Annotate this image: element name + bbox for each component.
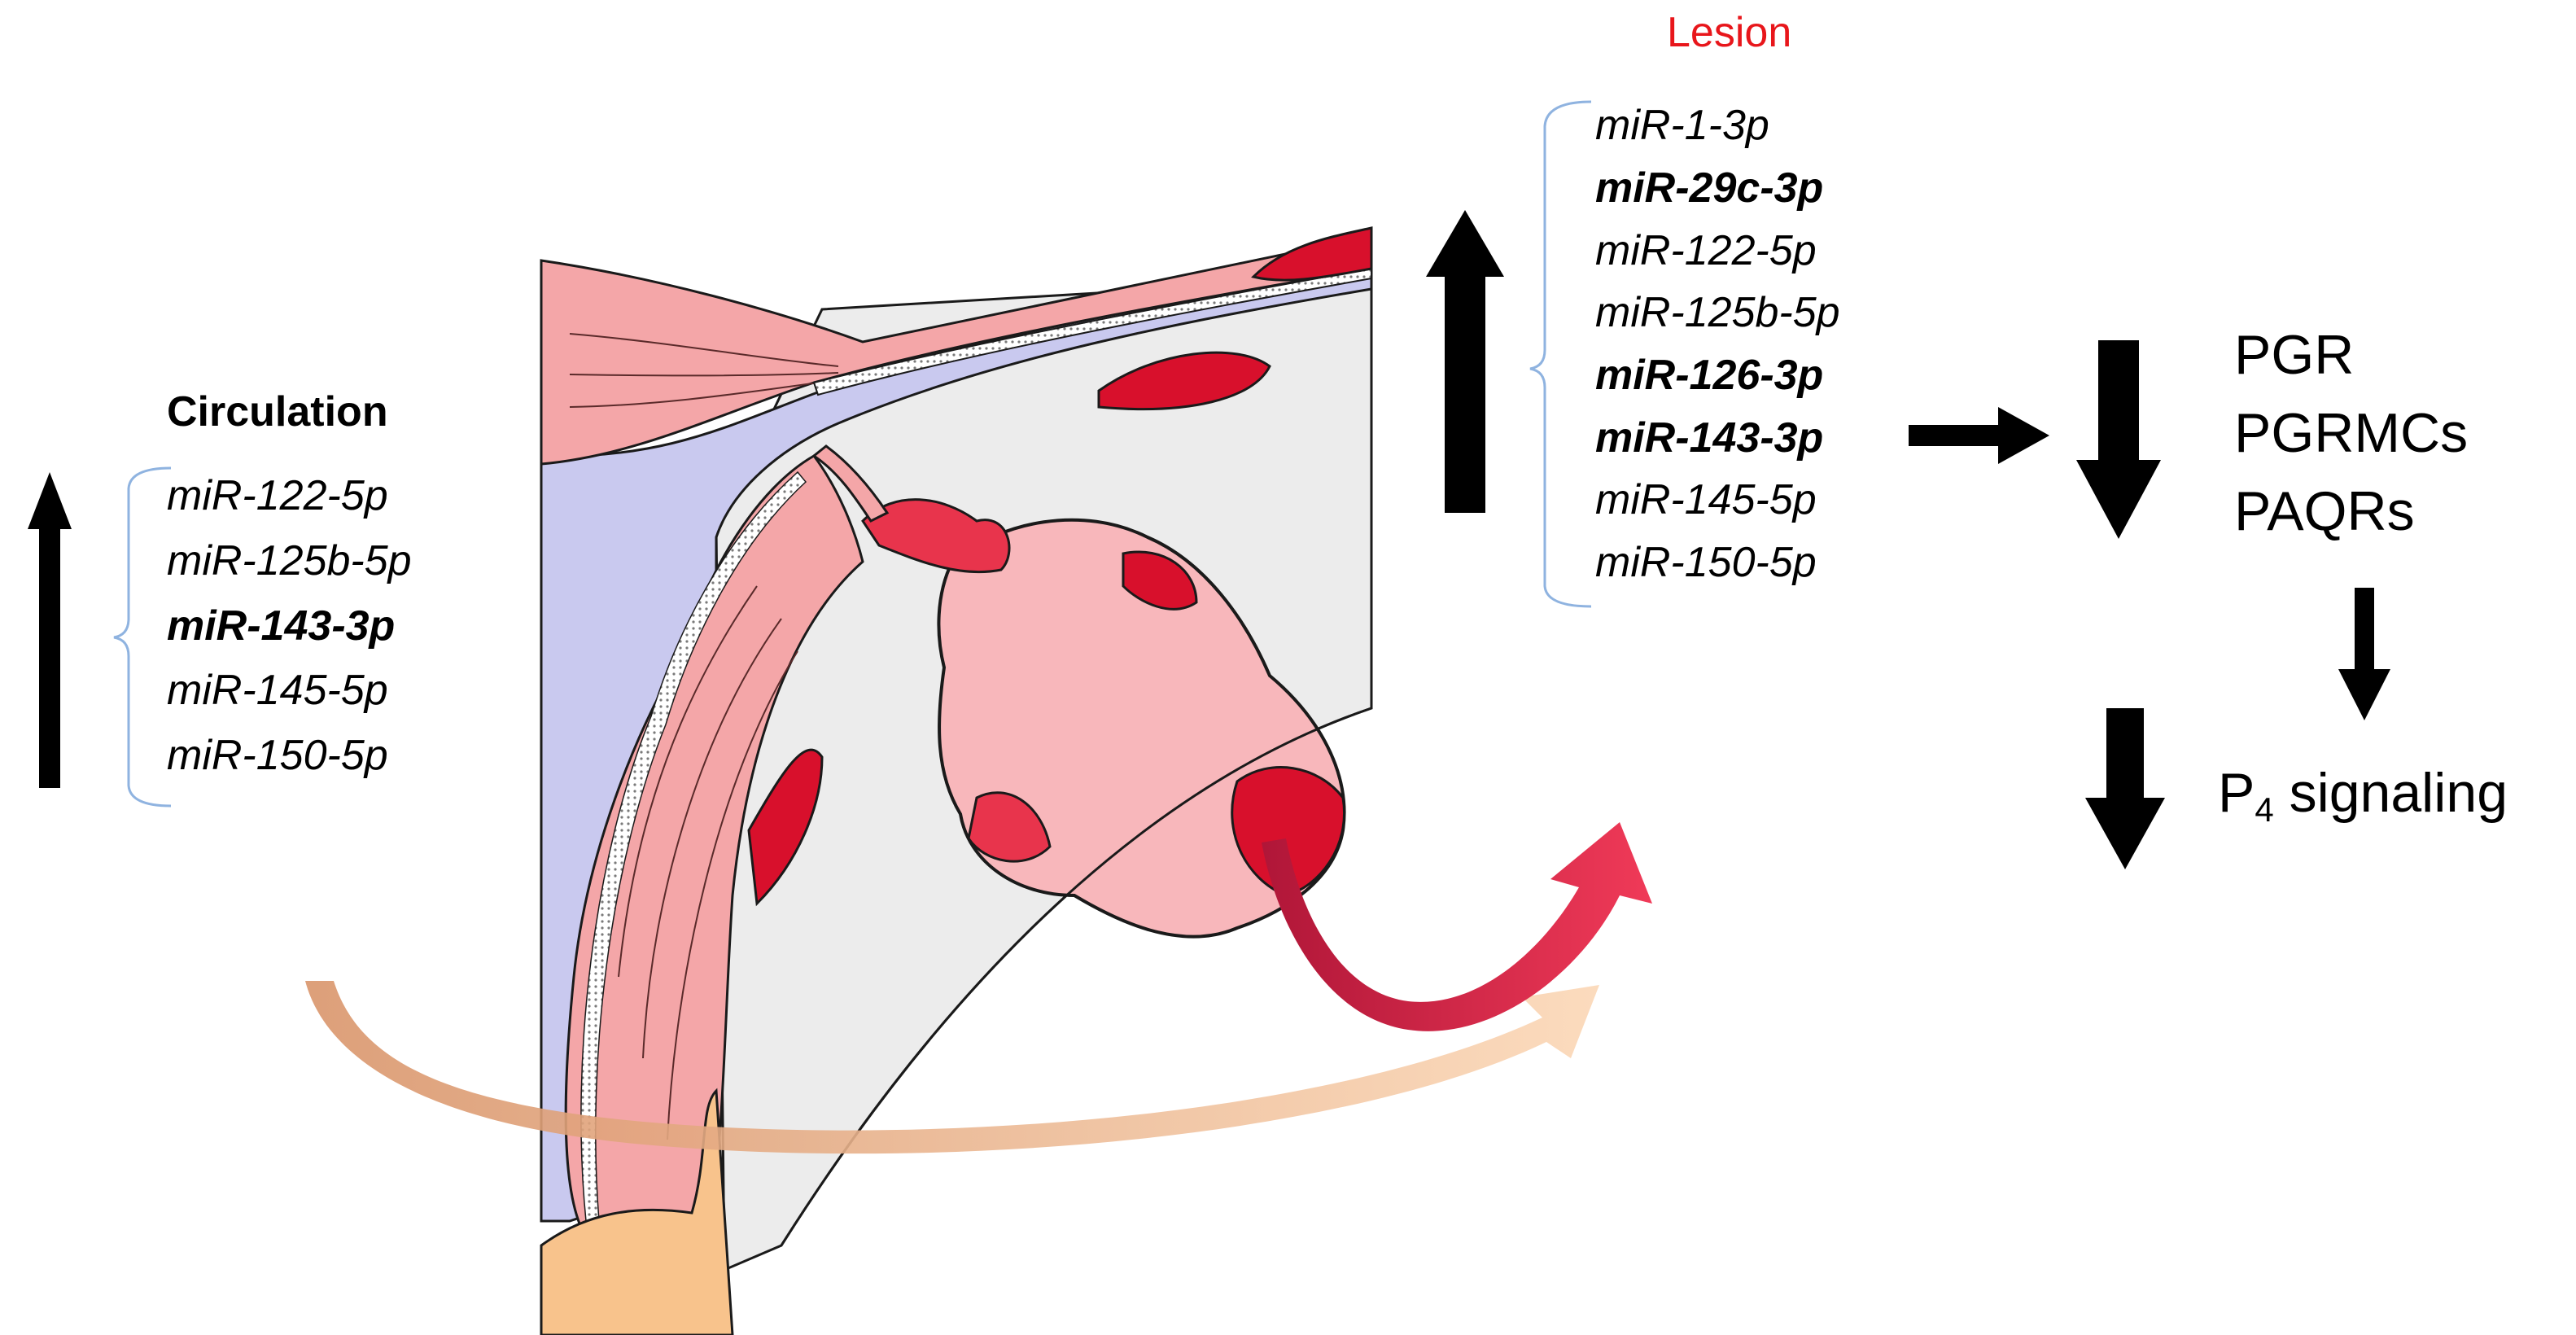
circulation-up-arrow: [28, 472, 72, 788]
p4-subscript: 4: [2255, 790, 2274, 829]
lesion-mirna-1: miR-1-3p: [1595, 102, 1769, 149]
targets-down-arrow: [2076, 340, 2161, 539]
circulation-flow-arrow: [305, 981, 1599, 1154]
ovary-lesion-3: [1231, 766, 1345, 897]
lesion-flow-arrow: [1262, 822, 1652, 1031]
uterus-striations: [618, 585, 798, 1140]
lesion-bracket: [1529, 100, 1592, 608]
circulation-mirna-5: miR-150-5p: [167, 732, 388, 779]
circulation-mirna-3: miR-143-3p: [167, 602, 396, 650]
lesion-mirna-6: miR-143-3p: [1595, 414, 1824, 462]
ovary-lesion-4: [967, 791, 1052, 863]
upper-lesion-1: [1251, 226, 1373, 282]
lesion-mirna-4: miR-125b-5p: [1595, 289, 1840, 336]
p4-suffix: signaling: [2273, 762, 2508, 824]
lesion-mirna-3: miR-122-5p: [1595, 227, 1817, 274]
lesion-heading: Lesion: [1667, 9, 1792, 56]
cervix-tissue: [540, 1088, 734, 1335]
fallopian-tube: [811, 444, 890, 523]
pelvic-anatomy-illustration: [540, 226, 1373, 1335]
target-paqrs: PAQRs: [2234, 480, 2415, 542]
circulation-heading: Circulation: [167, 388, 388, 436]
lesion-mirna-8: miR-150-5p: [1595, 539, 1817, 586]
p4-prefix: P: [2218, 762, 2255, 824]
lesion-mirna-5: miR-126-3p: [1595, 352, 1824, 399]
ovary-lesion-1: [861, 498, 1011, 574]
uterus-serosa: [580, 471, 807, 1222]
circulation-mirna-2: miR-125b-5p: [167, 537, 412, 584]
lesion-to-targets-arrow: [1909, 407, 2049, 464]
pelvic-wall-line: [780, 707, 1372, 1246]
lesion-mirna-2: miR-29c-3p: [1595, 164, 1824, 212]
signaling-down-arrow: [2085, 708, 2165, 869]
serosa-layer: [812, 267, 1372, 396]
target-pgrmcs: PGRMCs: [2234, 402, 2469, 464]
circulation-mirna-1: miR-122-5p: [167, 472, 388, 519]
lesion-up-arrow: [1426, 210, 1504, 513]
uterine-lesion: [747, 748, 824, 907]
circulation-bracket: [113, 466, 172, 808]
circulation-mirna-4: miR-145-5p: [167, 667, 388, 714]
upper-lesion-2: [1097, 351, 1271, 411]
ovary-lesion-2: [1122, 550, 1198, 611]
muscle-striations: [569, 333, 839, 408]
target-pgr: PGR: [2234, 324, 2355, 386]
p4-signaling-label: P4 signaling: [2218, 765, 2508, 827]
targets-to-signaling-arrow: [2338, 588, 2390, 720]
lesion-mirna-7: miR-145-5p: [1595, 476, 1817, 523]
